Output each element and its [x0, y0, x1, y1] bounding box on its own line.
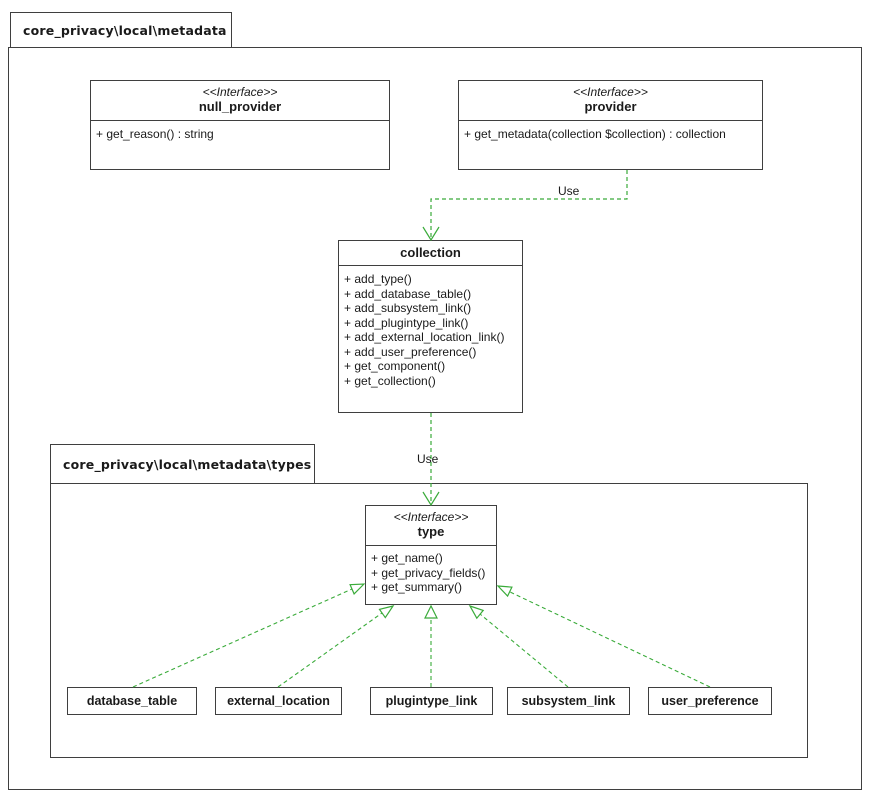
interface-type: <<Interface>> type + get_name() + get_pr… — [365, 505, 497, 605]
stereotype-label: <<Interface>> — [393, 510, 469, 524]
method: + get_metadata(collection $collection) :… — [464, 127, 726, 141]
class-database-table: database_table — [67, 687, 197, 715]
interface-null-provider-header: <<Interface>> null_provider — [91, 81, 389, 121]
interface-type-header: <<Interface>> type — [366, 506, 496, 546]
package-types-title: core_privacy\local\metadata\types — [63, 456, 312, 472]
use-label-collection-type: Use — [417, 452, 439, 466]
stereotype-label: <<Interface>> — [202, 85, 278, 99]
interface-type-methods: + get_name() + get_privacy_fields() + ge… — [366, 546, 496, 600]
class-name: database_table — [86, 694, 178, 708]
method: + get_name() — [371, 551, 443, 565]
class-name: external_location — [227, 694, 330, 708]
class-collection-header: collection — [339, 241, 522, 266]
package-metadata-title: core_privacy\local\metadata — [23, 22, 227, 38]
interface-provider: <<Interface>> provider + get_metadata(co… — [458, 80, 763, 170]
class-name: subsystem_link — [521, 694, 616, 708]
class-name: collection — [400, 245, 461, 260]
class-subsystem-link: subsystem_link — [507, 687, 630, 715]
method: + add_plugintype_link() — [344, 315, 469, 330]
class-user-preference: user_preference — [648, 687, 772, 715]
method: + get_reason() : string — [96, 127, 214, 141]
stereotype-label: <<Interface>> — [573, 85, 648, 99]
method: + get_component() — [344, 359, 446, 373]
interface-provider-header: <<Interface>> provider — [459, 81, 762, 121]
method: + add_database_table() — [344, 286, 472, 301]
method: + add_subsystem_link() — [344, 301, 472, 315]
method: + add_user_preference() — [344, 344, 477, 359]
interface-provider-methods: + get_metadata(collection $collection) :… — [459, 121, 762, 148]
class-name: plugintype_link — [385, 694, 478, 708]
interface-name: null_provider — [198, 99, 282, 114]
class-collection-methods: + add_type() + add_database_table() + ad… — [339, 266, 522, 394]
method: + get_privacy_fields() — [371, 565, 486, 580]
package-types-tab: core_privacy\local\metadata\types — [50, 444, 315, 484]
interface-null-provider: <<Interface>> null_provider + get_reason… — [90, 80, 390, 170]
interface-name: provider — [584, 99, 637, 114]
class-collection: collection + add_type() + add_database_t… — [338, 240, 523, 413]
class-name: user_preference — [661, 694, 759, 708]
class-external-location: external_location — [215, 687, 342, 715]
method: + get_summary() — [371, 580, 463, 594]
class-plugintype-link: plugintype_link — [370, 687, 493, 715]
interface-name: type — [417, 524, 445, 539]
package-metadata-tab: core_privacy\local\metadata — [10, 12, 232, 48]
method: + add_external_location_link() — [344, 330, 505, 344]
method: + add_type() — [344, 272, 412, 286]
interface-null-provider-methods: + get_reason() : string — [91, 121, 389, 148]
method: + get_collection() — [344, 373, 436, 388]
use-label-provider-collection: Use — [558, 184, 580, 198]
